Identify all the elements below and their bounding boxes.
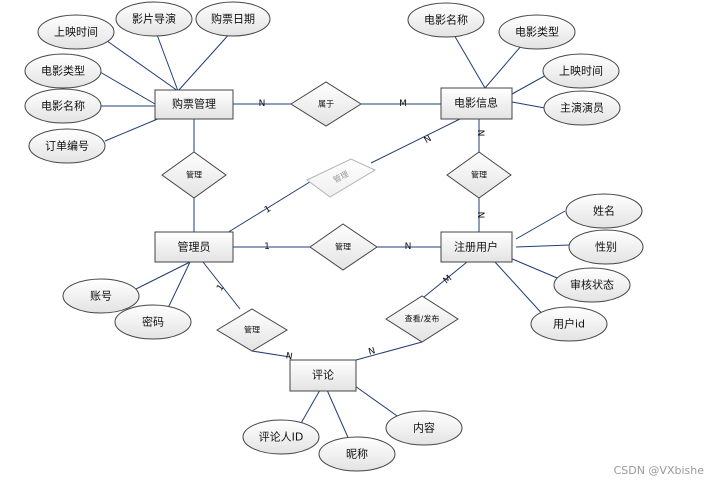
relationship-view-publish: 查看/发布 [385, 295, 459, 343]
connector-lines [99, 27, 571, 443]
card-movie-user-movie-side: N [475, 130, 485, 137]
line-comment-content [354, 385, 401, 419]
attr-movie-lead-actor-label: 主演演员 [560, 101, 604, 115]
attr-user-review-status-label: 审核状态 [570, 278, 614, 292]
line-manage-movie-info [370, 118, 461, 164]
attr-admin-account: 账号 [62, 278, 140, 314]
attr-ticket-movie-type: 电影类型 [24, 53, 102, 89]
attr-comment-content-label: 内容 [413, 421, 435, 435]
relationship-belongs-to-label: 属于 [318, 100, 334, 109]
card-admin-movie-movie-side: N [423, 134, 434, 146]
entity-comment: 评论 [289, 359, 357, 392]
line-comment-reviewer-id [299, 389, 321, 426]
card-admin-movie-admin-side: 1 [263, 204, 273, 216]
line-ticket-director [155, 31, 179, 92]
attr-movie-release-time: 上映时间 [542, 53, 620, 89]
card-belongs-to-left: N [259, 99, 266, 109]
attr-ticket-date-label: 购票日期 [211, 12, 255, 26]
line-admin-manage-movie [221, 179, 314, 237]
line-ticket-movie-type [99, 71, 156, 105]
attr-movie-type: 电影类型 [498, 14, 576, 50]
attr-comment-nickname-label: 昵称 [346, 447, 368, 461]
attr-movie-type-label: 电影类型 [515, 25, 559, 39]
attr-ticket-order-no: 订单编号 [28, 128, 106, 164]
attr-ticket-movie-type-label: 电影类型 [41, 64, 85, 78]
entity-registered-user: 注册用户 [440, 231, 513, 263]
line-manage-comment [251, 350, 291, 358]
attr-movie-release-time-label: 上映时间 [559, 65, 603, 78]
attr-user-name: 姓名 [565, 193, 643, 229]
card-admin-comment-admin-side: 1 [215, 283, 226, 293]
entity-ticket-mgmt-label: 购票管理 [172, 97, 216, 111]
attr-user-review-status: 审核状态 [553, 267, 631, 303]
attr-admin-account-label: 账号 [90, 290, 112, 303]
relationship-manage-comment: 管理 [216, 308, 288, 352]
line-user-name [515, 210, 566, 240]
card-admin-user-user-side: N [405, 242, 412, 252]
relationship-manage-movie-user: 管理 [446, 151, 512, 199]
entity-comment-label: 评论 [312, 368, 334, 382]
relationship-belongs-to: 属于 [290, 81, 362, 127]
line-admin-account [129, 261, 191, 293]
relationship-manage-user: 管理 [309, 223, 378, 271]
entity-admin-label: 管理员 [178, 240, 211, 254]
line-user-id [494, 261, 547, 319]
relationship-manage-ticket: 管理 [161, 151, 227, 199]
line-view-publish-comment [355, 341, 423, 361]
entity-movie-info: 电影信息 [440, 87, 513, 120]
attr-ticket-movie-name: 电影名称 [24, 88, 102, 124]
attr-ticket-director: 影片导演 [115, 1, 193, 37]
entity-admin: 管理员 [154, 231, 234, 263]
line-user-review-status [509, 257, 563, 281]
card-belongs-to-right: M [399, 99, 407, 109]
card-movie-user-user-side: N [475, 212, 485, 219]
attr-ticket-movie-name-label: 电影名称 [41, 99, 85, 113]
line-user-gender [515, 244, 571, 248]
attr-movie-lead-actor: 主演演员 [543, 90, 621, 126]
line-movie-lead-actor [511, 101, 546, 109]
attr-ticket-order-no-label: 订单编号 [45, 139, 89, 153]
card-user-comment-user-side: M [442, 274, 454, 287]
attr-admin-password: 密码 [114, 304, 192, 340]
attr-movie-name: 电影名称 [407, 2, 485, 38]
attr-movie-name-label: 电影名称 [424, 13, 468, 27]
attr-user-gender-label: 性别 [595, 240, 617, 254]
entity-movie-info-label: 电影信息 [454, 96, 498, 110]
card-admin-comment-comment-side: N [285, 351, 293, 362]
entity-ticket-mgmt: 购票管理 [154, 89, 234, 120]
card-user-comment-comment-side: N [367, 346, 376, 357]
entity-registered-user-label: 注册用户 [454, 240, 498, 254]
line-ticket-release-time [99, 35, 179, 92]
attr-user-gender: 性别 [568, 229, 644, 265]
attr-user-id: 用户id [530, 306, 608, 342]
attr-user-id-label: 用户id [553, 317, 585, 331]
attr-ticket-director-label: 影片导演 [132, 12, 176, 26]
line-user-view-publish [423, 261, 468, 298]
relationship-manage-comment-label: 管理 [244, 325, 260, 335]
line-admin-manage-comment [202, 261, 241, 310]
line-movie-name [449, 27, 486, 89]
attr-admin-password-label: 密码 [142, 315, 164, 329]
watermark: CSDN @VXbishe [614, 464, 705, 477]
attr-comment-nickname: 昵称 [318, 436, 396, 472]
relationship-manage-ticket-label: 管理 [186, 170, 202, 180]
line-movie-release-time [511, 72, 551, 95]
line-admin-password [167, 261, 191, 309]
attr-ticket-release-time-label: 上映时间 [54, 26, 98, 39]
relationship-manage-movie-admin: 管理 [306, 158, 377, 198]
attr-comment-reviewer-id: 评论人ID [242, 419, 320, 455]
relationship-manage-user-label: 管理 [335, 242, 351, 252]
line-ticket-date [177, 30, 233, 92]
relationship-manage-movie-user-label: 管理 [471, 170, 487, 180]
attr-user-name-label: 姓名 [593, 204, 615, 218]
relationship-view-publish-label: 查看/发布 [405, 314, 440, 324]
attr-ticket-release-time: 上映时间 [37, 14, 115, 50]
attr-comment-content: 内容 [385, 410, 463, 446]
attr-comment-reviewer-id-label: 评论人ID [259, 430, 304, 444]
attr-ticket-date: 购票日期 [195, 1, 271, 37]
card-admin-user-admin-side: 1 [264, 242, 270, 252]
line-comment-nickname [326, 389, 351, 443]
line-ticket-order-no [104, 117, 161, 142]
